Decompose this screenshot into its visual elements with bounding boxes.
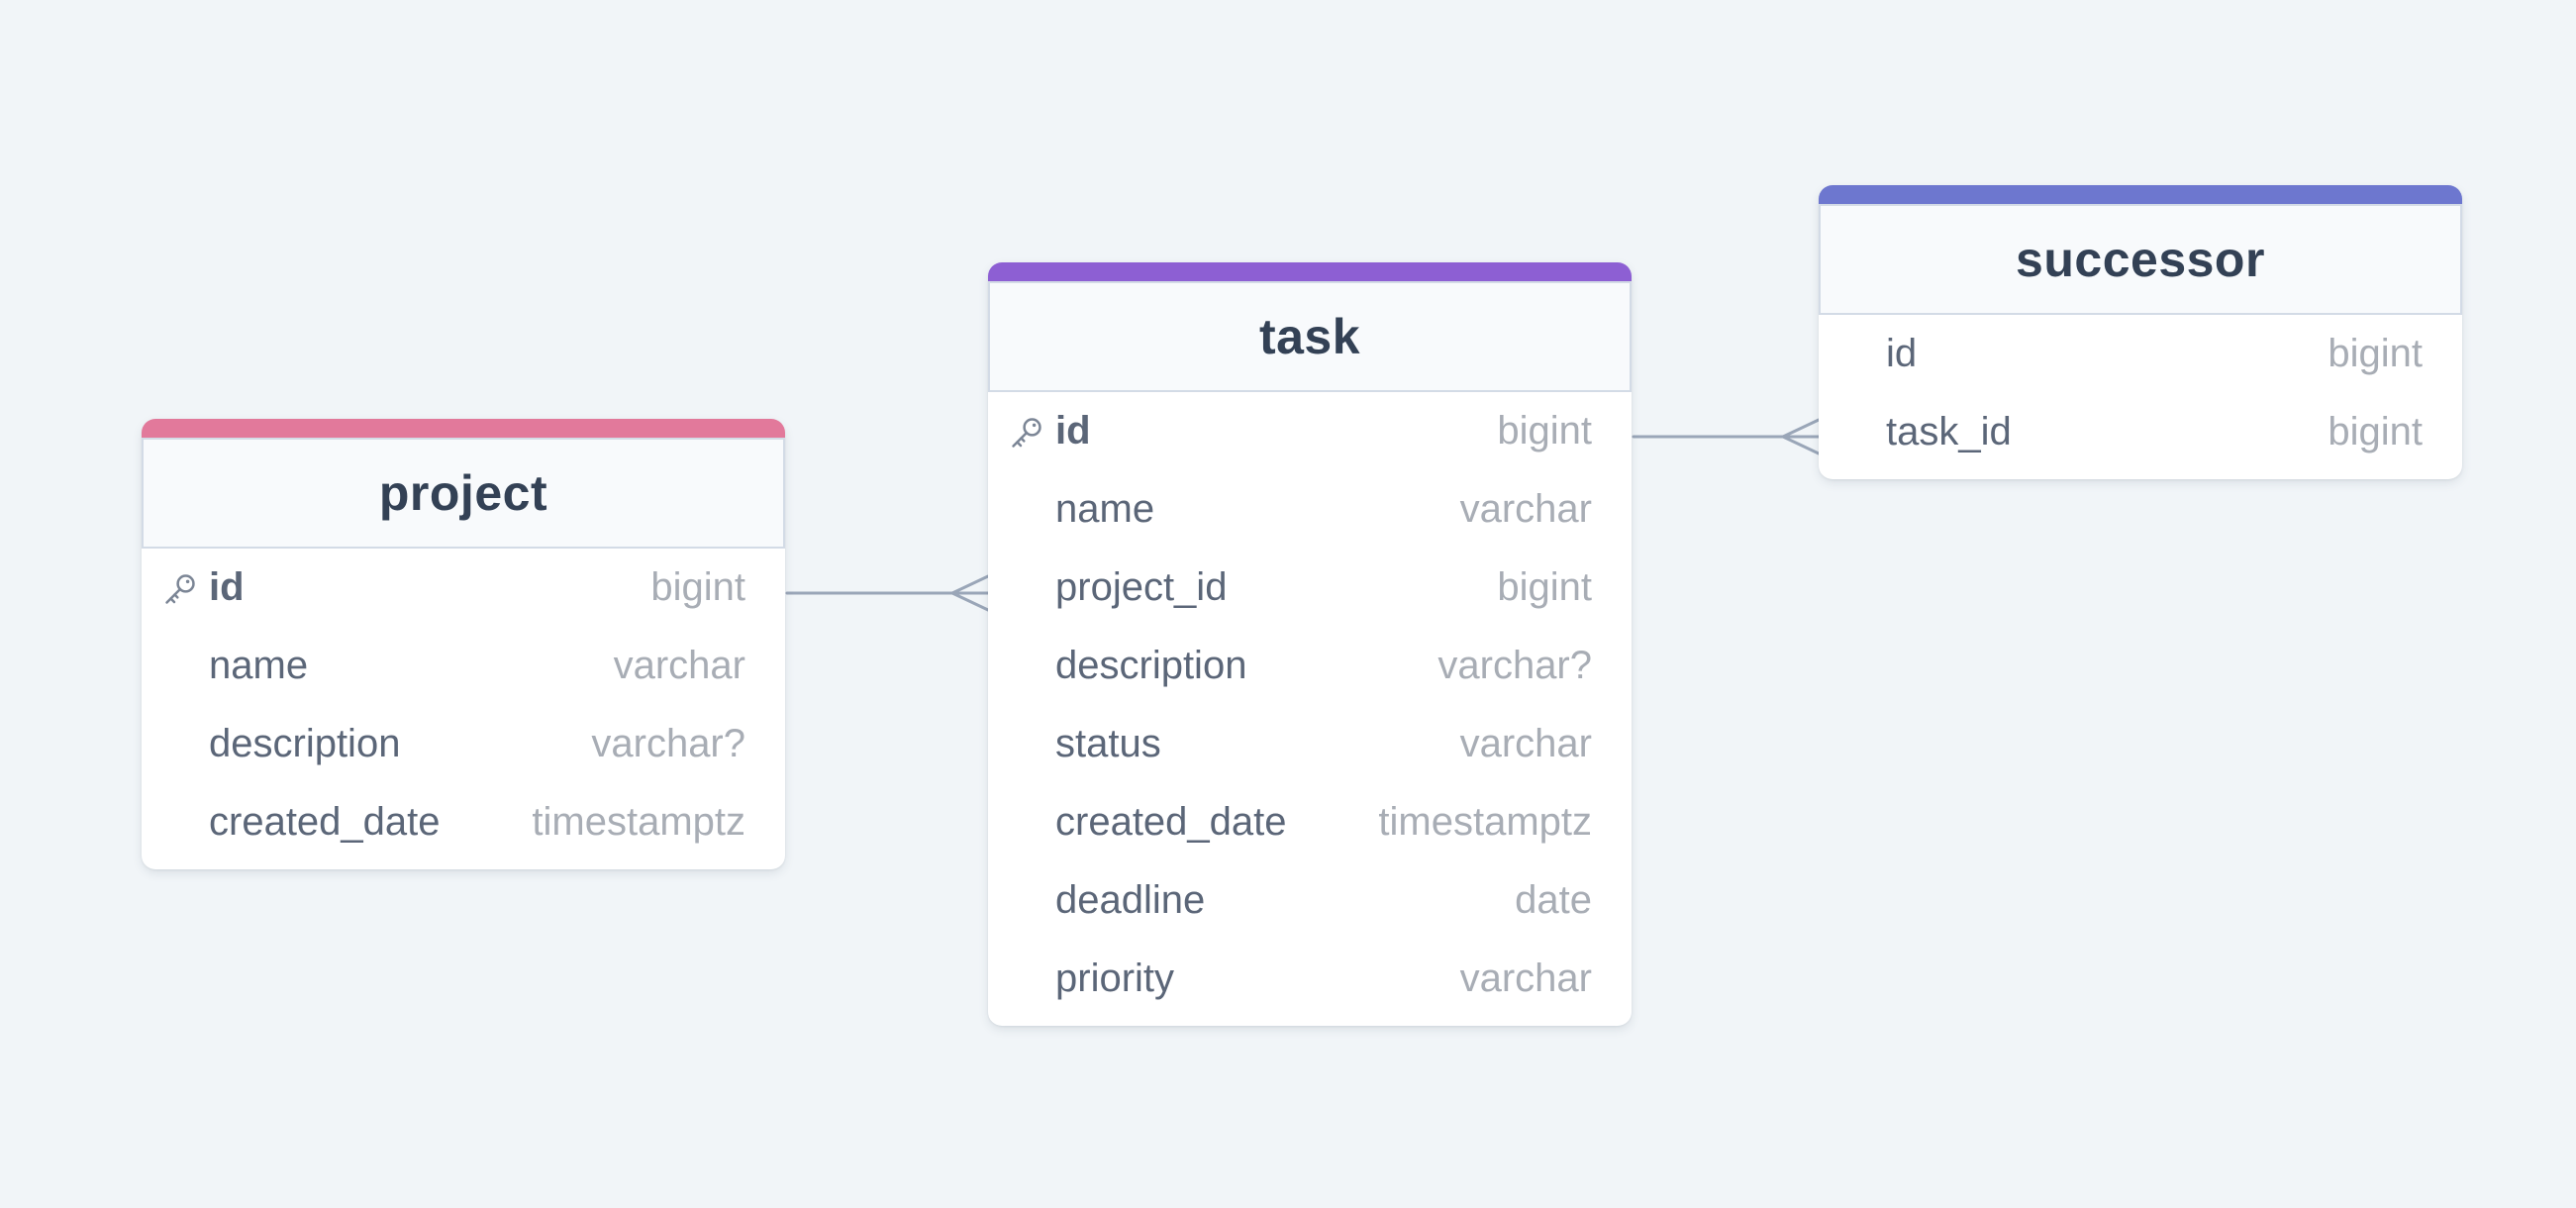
column-row-id[interactable]: id bigint bbox=[142, 549, 785, 627]
column-name: description bbox=[1055, 644, 1247, 687]
column-name: created_date bbox=[209, 800, 441, 844]
primary-key-icon bbox=[1008, 414, 1045, 452]
column-name: created_date bbox=[1055, 800, 1287, 844]
table-task[interactable]: task id bigint name varchar project_id bigint… bbox=[988, 262, 1632, 1026]
column-name: status bbox=[1055, 722, 1161, 765]
crowfoot-upper bbox=[1781, 418, 1821, 439]
column-row-name[interactable]: name varchar bbox=[988, 470, 1632, 549]
column-name: name bbox=[209, 644, 309, 687]
column-name: project_id bbox=[1055, 565, 1228, 609]
column-row-created-date[interactable]: created_date timestamptz bbox=[142, 783, 785, 861]
primary-key-icon bbox=[161, 570, 199, 608]
column-row-project-id[interactable]: project_id bigint bbox=[988, 549, 1632, 627]
column-name: description bbox=[209, 722, 401, 765]
column-type: bigint bbox=[2328, 410, 2423, 453]
table-header[interactable]: task bbox=[988, 281, 1632, 392]
table-title: successor bbox=[2016, 232, 2265, 287]
column-list: id bigint name varchar description varchar? cr… bbox=[142, 549, 785, 869]
column-type: bigint bbox=[1497, 409, 1592, 453]
column-type: date bbox=[1515, 878, 1592, 922]
column-type: bigint bbox=[1497, 565, 1592, 609]
column-name: id bbox=[1055, 409, 1091, 453]
table-title: project bbox=[378, 465, 548, 521]
column-type: timestamptz bbox=[1378, 800, 1592, 844]
table-accent-bar bbox=[1819, 185, 2462, 204]
column-name: deadline bbox=[1055, 878, 1206, 922]
crowfoot-lower bbox=[1781, 435, 1821, 455]
column-type: varchar bbox=[1459, 956, 1592, 1000]
table-successor[interactable]: successor id bigint task_id bigint bbox=[1819, 185, 2462, 479]
table-title: task bbox=[1258, 309, 1361, 364]
relation-task-successor[interactable] bbox=[1632, 418, 1821, 455]
column-row-created-date[interactable]: created_date timestamptz bbox=[988, 783, 1632, 861]
crowfoot-upper bbox=[950, 574, 990, 595]
column-list: id bigint name varchar project_id bigint descr… bbox=[988, 392, 1632, 1026]
table-project[interactable]: project id bigint name varchar description va… bbox=[142, 419, 785, 869]
column-row-description[interactable]: description varchar? bbox=[988, 627, 1632, 705]
table-accent-bar bbox=[988, 262, 1632, 281]
column-row-id[interactable]: id bigint bbox=[1819, 315, 2462, 393]
column-type: varchar bbox=[613, 644, 745, 687]
table-accent-bar bbox=[142, 419, 785, 438]
column-row-task-id[interactable]: task_id bigint bbox=[1819, 393, 2462, 471]
column-type: timestamptz bbox=[532, 800, 745, 844]
column-row-name[interactable]: name varchar bbox=[142, 627, 785, 705]
column-list: id bigint task_id bigint bbox=[1819, 315, 2462, 479]
column-type: varchar? bbox=[591, 722, 745, 765]
column-type: varchar bbox=[1459, 722, 1592, 765]
column-row-description[interactable]: description varchar? bbox=[142, 705, 785, 783]
table-header[interactable]: successor bbox=[1819, 204, 2462, 315]
column-type: varchar? bbox=[1437, 644, 1592, 687]
relation-project-task[interactable] bbox=[785, 574, 990, 612]
column-name: id bbox=[209, 565, 245, 609]
column-name: id bbox=[1886, 332, 1918, 375]
column-name: task_id bbox=[1886, 410, 2012, 453]
column-row-priority[interactable]: priority varchar bbox=[988, 940, 1632, 1018]
table-header[interactable]: project bbox=[142, 438, 785, 549]
column-row-id[interactable]: id bigint bbox=[988, 392, 1632, 470]
column-row-status[interactable]: status varchar bbox=[988, 705, 1632, 783]
column-row-deadline[interactable]: deadline date bbox=[988, 861, 1632, 940]
column-name: priority bbox=[1055, 956, 1175, 1000]
column-name: name bbox=[1055, 487, 1155, 531]
column-type: bigint bbox=[650, 565, 745, 609]
column-type: bigint bbox=[2328, 332, 2423, 375]
crowfoot-lower bbox=[950, 591, 990, 612]
column-type: varchar bbox=[1459, 487, 1592, 531]
